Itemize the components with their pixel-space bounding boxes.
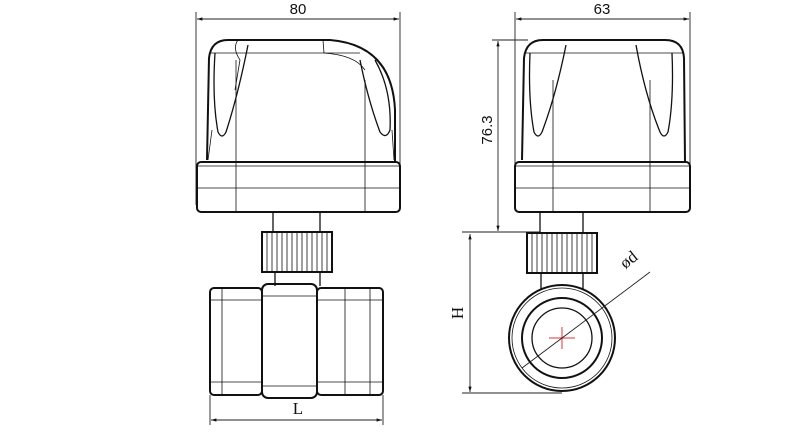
dimension-height-76-3: 76.3 [462,39,540,233]
stem [272,212,321,232]
valve-body [209,283,384,399]
actuator-cover [206,39,396,212]
dimension-label-63: 63 [594,1,611,18]
dimension-label-80: 80 [290,1,307,18]
dimension-label-H: H [448,307,467,319]
front-view: 80 [195,1,401,425]
dimension-label-L: L [293,399,303,418]
side-stem [539,212,584,232]
dimension-length: L [209,395,384,425]
dimension-width-80: 80 [195,1,401,205]
side-knurled-nut [526,232,598,290]
side-actuator-cover [521,39,686,212]
actuator-base [196,161,401,213]
side-view: 63 76.3 [448,1,691,394]
knurled-nut [261,231,333,286]
dimension-label-76-3: 76.3 [479,115,496,144]
dimension-width-63: 63 [514,1,691,205]
dimension-label-diameter: ød [616,247,641,273]
dimension-height-H: H [448,234,562,394]
dimension-diameter: ød [521,247,651,369]
side-actuator-base [514,161,691,213]
